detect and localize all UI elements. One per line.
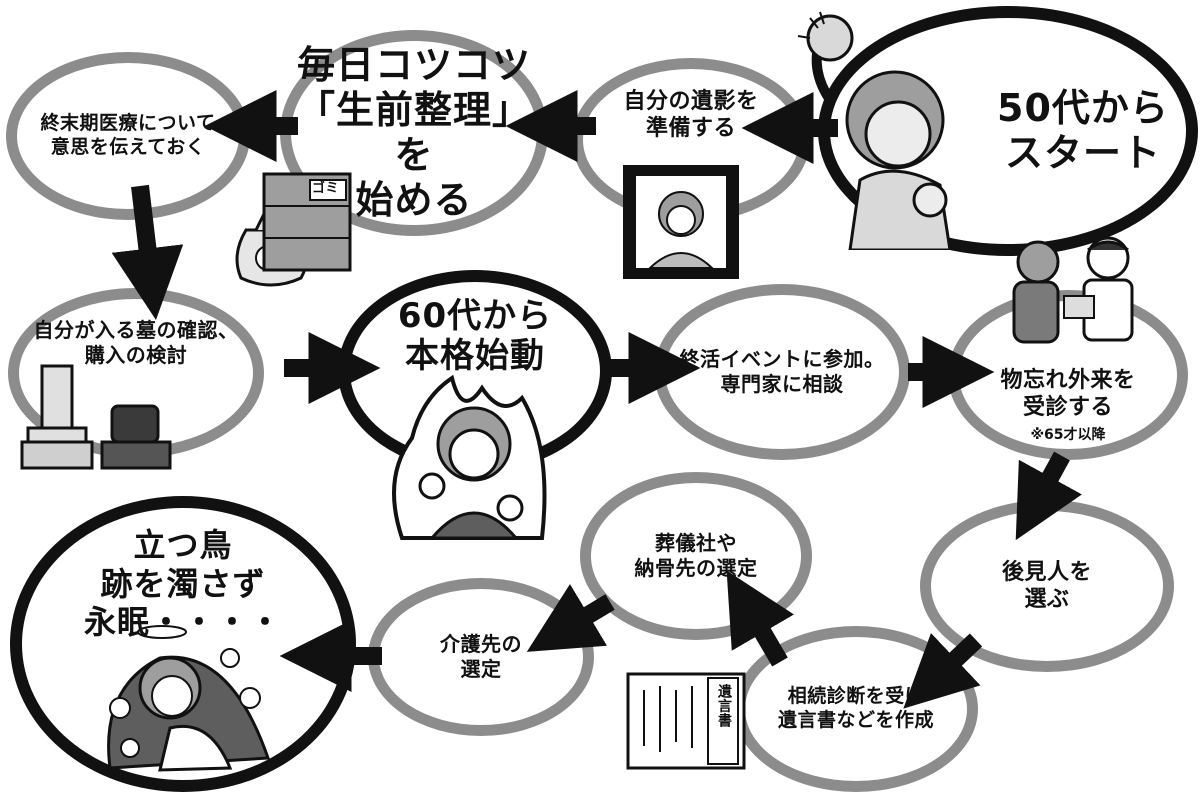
node-grave-label: 自分が入る墓の確認、 購入の検討 [33, 318, 239, 367]
dresser-icon [262, 172, 352, 272]
node-care-label: 介護先の 選定 [440, 632, 522, 681]
node-memory-text: 物忘れ外来を 受診する ※65才以降 [1000, 367, 1135, 444]
arrow-funeral-to-care [526, 584, 615, 652]
arrow-endoflife-to-grave [111, 184, 184, 321]
node-memory-note: ※65才以降 [1030, 426, 1106, 443]
resting-person-icon [107, 625, 271, 772]
arrow-memory-to-guardian [1015, 451, 1082, 541]
arrow-guardian-to-will [903, 632, 983, 709]
node-start-label: 50代から スタート [997, 86, 1169, 175]
tombstone-icon [20, 364, 172, 470]
will-document-icon [626, 672, 746, 770]
framed-portrait-icon [623, 165, 739, 279]
fired-up-person-icon [392, 374, 547, 540]
node-event-label: 終活イベントに参加。 専門家に相談 [679, 347, 885, 396]
node-care: 介護先の 選定 [368, 578, 594, 736]
node-portrait-label: 自分の遺影を 準備する [623, 88, 759, 142]
will-document-label: 遺言書 [716, 684, 732, 728]
node-sixties-label: 60代から 本格始動 [397, 295, 553, 376]
node-endoflife-label: 終末期医療について 意思を伝えておく [40, 112, 216, 158]
node-guardian-label: 後見人を 選ぶ [1001, 559, 1092, 613]
node-daily-label: 毎日コツコツ 「生前整理」を 始める [296, 43, 531, 222]
arrow-will-to-funeral [726, 570, 794, 667]
cheering-person-icon [797, 11, 952, 250]
node-memory-label: 物忘れ外来を 受診する [1000, 367, 1136, 421]
trash-tag-label: ゴミ [312, 181, 340, 196]
node-will-label: 相続診断を受け 遺言書などを作成 [777, 685, 934, 731]
doctor-consult-icon [1012, 236, 1134, 344]
